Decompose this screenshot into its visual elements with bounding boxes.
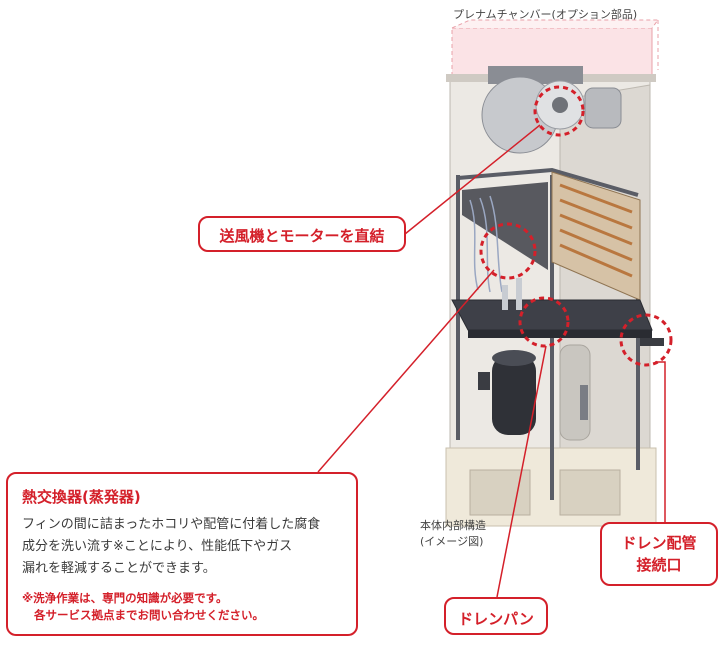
heat-exchanger-body: フィンの間に詰まったホコリや配管に付着した腐食 成分を洗い流す※ことにより、性能…	[22, 514, 320, 580]
leader-lines	[317, 124, 666, 598]
drain-port-line: ドレン配管	[621, 534, 697, 552]
body-line: 漏れを軽減することができます。	[22, 561, 216, 576]
body-line: フィンの間に詰まったホコリや配管に付着した腐食	[22, 517, 321, 532]
blower-label: 送風機とモーターを直結	[219, 227, 385, 245]
heat-exchanger-title: 熱交換器(蒸発器)	[22, 488, 141, 506]
compressor	[478, 344, 591, 441]
note-line: ※洗浄作業は、専門の知識が必要です。	[22, 591, 228, 605]
blower-callout: 送風機とモーターを直結	[198, 216, 406, 252]
caption-line: 本体内部構造	[420, 519, 486, 532]
plenum-label: プレナムチャンバー(オプション部品)	[453, 8, 638, 21]
drain-pan-label: ドレンパン	[458, 610, 534, 628]
note-line: 各サービス拠点までお問い合わせください。	[34, 608, 264, 622]
caption-line: (イメージ図)	[420, 535, 484, 548]
heat-exchanger-callout: 熱交換器(蒸発器) フィンの間に詰まったホコリや配管に付着した腐食 成分を洗い流…	[6, 472, 358, 636]
highlight-circles	[479, 85, 673, 367]
body-line: 成分を洗い流す※ことにより、性能低下やガス	[22, 539, 293, 554]
drain-port-line: 接続口	[636, 556, 682, 574]
heat-exchanger-note: ※洗浄作業は、専門の知識が必要です。 各サービス拠点までお問い合わせください。	[22, 590, 264, 624]
drain-pan-callout: ドレンパン	[444, 597, 548, 635]
drain-pan	[451, 278, 664, 346]
drain-port-callout: ドレン配管 接続口	[600, 522, 718, 586]
interior-caption: 本体内部構造 (イメージ図)	[420, 518, 486, 550]
